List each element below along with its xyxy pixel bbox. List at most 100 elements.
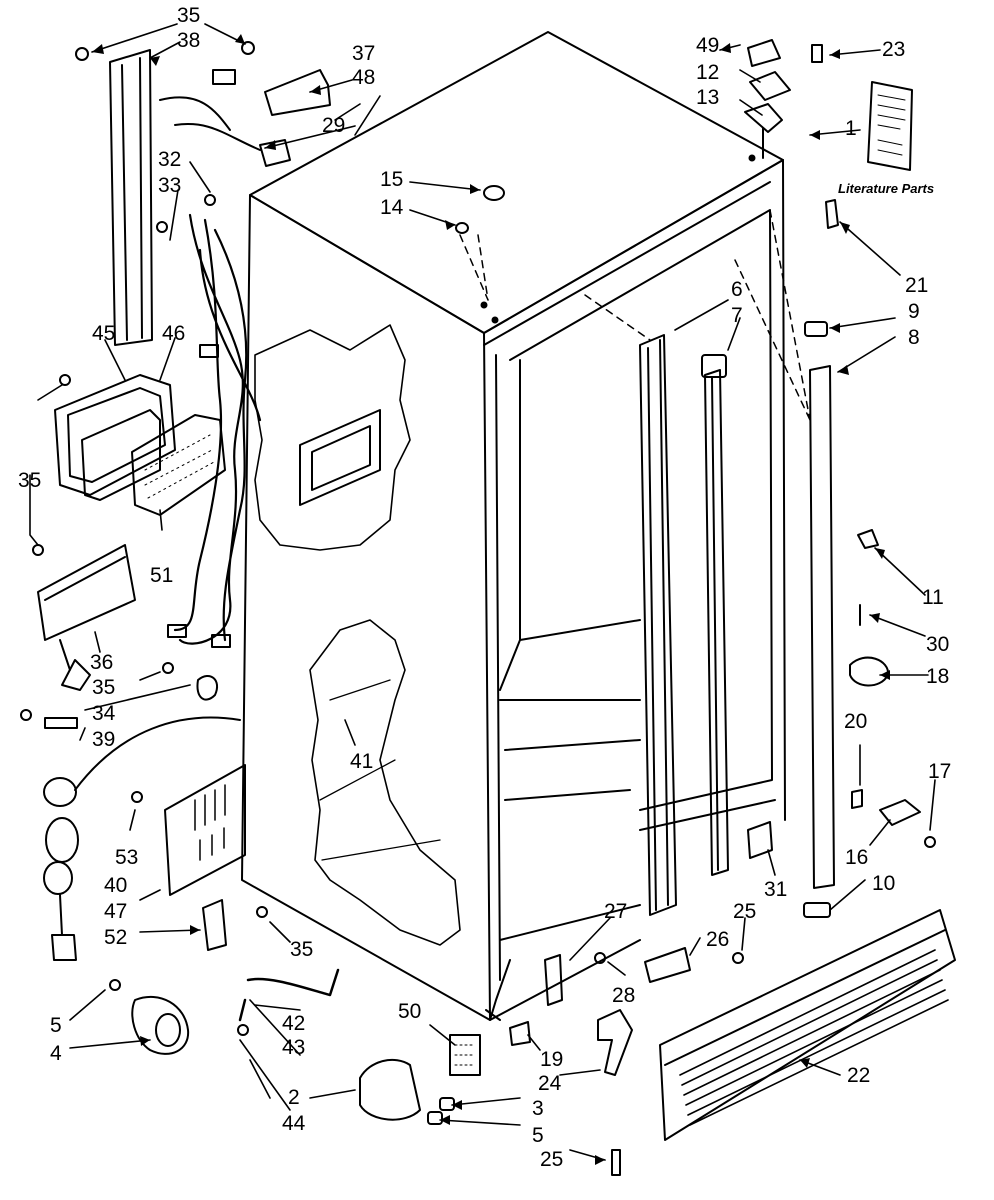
hole-plug <box>455 222 469 234</box>
callout-1: 1 <box>845 117 857 140</box>
callout-labels: 35 38 37 48 29 32 33 49 12 13 23 1 Liter… <box>18 4 951 1171</box>
screw-heads <box>20 41 936 1036</box>
callout-18: 18 <box>926 665 949 688</box>
cabinet <box>241 31 811 1021</box>
plate <box>44 717 78 729</box>
callout-9: 9 <box>908 300 920 323</box>
small-clip <box>509 1021 531 1046</box>
relay-dots <box>454 1044 476 1066</box>
cord-coil <box>43 777 77 807</box>
cabinet-feet <box>485 959 511 1021</box>
mullion-gasket <box>639 334 677 916</box>
literature-lines <box>877 94 906 156</box>
callout-46: 46 <box>162 322 185 345</box>
side-cutaway-window <box>299 409 381 506</box>
callout-34: 34 <box>92 702 116 725</box>
cord-coil <box>45 817 79 863</box>
power-cord <box>74 716 241 791</box>
callout-6: 6 <box>731 278 743 301</box>
cabinet-liner <box>495 209 776 981</box>
top-hole <box>748 154 756 162</box>
callout-22: 22 <box>847 1064 870 1087</box>
door-clip <box>857 529 879 549</box>
rear-cover <box>164 764 246 896</box>
callout-8: 8 <box>908 326 920 349</box>
callout-10: 10 <box>872 872 895 895</box>
callout-19: 19 <box>540 1048 563 1071</box>
cabinet-side-panel <box>241 194 491 1021</box>
clip <box>803 902 831 918</box>
callout-23: 23 <box>882 38 905 61</box>
hinge-plate <box>851 789 921 826</box>
callout-14: 14 <box>380 196 404 219</box>
wiring-harness <box>173 213 262 645</box>
heater-coil <box>54 374 176 501</box>
callout-26: 26 <box>706 928 729 951</box>
callout-29: 29 <box>322 114 345 137</box>
callout-53: 53 <box>115 846 138 869</box>
callout-47: 47 <box>104 900 127 923</box>
cord-plug <box>51 894 77 961</box>
hole-plug <box>483 185 505 201</box>
relay-block <box>449 1034 481 1076</box>
callout-52: 52 <box>104 926 127 949</box>
wire-lead <box>159 96 261 151</box>
top-hole <box>491 316 499 324</box>
callout-17: 17 <box>928 760 951 783</box>
connector <box>212 69 236 85</box>
callout-32: 32 <box>158 148 181 171</box>
callout-24: 24 <box>538 1072 562 1095</box>
callout-50: 50 <box>398 1000 421 1023</box>
cabinet-front-edge <box>782 159 786 821</box>
callout-45: 45 <box>92 322 115 345</box>
small-bracket <box>747 821 773 859</box>
callout-2: 2 <box>288 1086 300 1109</box>
callout-21: 21 <box>905 274 928 297</box>
grille-slots <box>679 949 949 1126</box>
callout-12: 12 <box>696 61 719 84</box>
top-hinge-cover <box>747 39 781 67</box>
side-cutaway-insulation-lines <box>319 679 441 861</box>
panel-lead <box>59 639 91 691</box>
bracket <box>264 69 331 116</box>
callout-11: 11 <box>922 586 944 609</box>
callout-35-mid: 35 <box>92 676 115 699</box>
callout-3: 3 <box>532 1097 544 1120</box>
callout-15: 15 <box>380 168 403 191</box>
screw-25 <box>611 1149 621 1176</box>
callout-49: 49 <box>696 34 719 57</box>
caster <box>131 995 190 1055</box>
relay-part <box>259 139 291 167</box>
filter-texture <box>144 434 215 499</box>
callout-40: 40 <box>104 874 127 897</box>
bolt <box>427 1111 443 1125</box>
callout-48: 48 <box>352 66 375 89</box>
door-cam <box>644 947 691 983</box>
literature-parts-label: Literature Parts <box>838 181 934 196</box>
callout-44: 44 <box>282 1112 306 1135</box>
side-cutaway-lower <box>309 619 461 946</box>
trim-strip <box>809 365 835 889</box>
callout-43: 43 <box>282 1036 305 1059</box>
callout-33: 33 <box>158 174 181 197</box>
callout-36: 36 <box>90 651 113 674</box>
side-trim-strip <box>109 49 153 346</box>
callout-5-bottom: 5 <box>532 1124 544 1147</box>
screw-23 <box>811 44 823 63</box>
drain-tube <box>238 968 340 1022</box>
lower-hinge <box>544 954 633 1076</box>
callout-27: 27 <box>604 900 627 923</box>
callout-39: 39 <box>92 728 115 751</box>
toe-grille <box>659 909 956 1141</box>
filter-pad <box>131 414 226 516</box>
top-hole <box>480 301 488 309</box>
callout-20: 20 <box>844 710 867 733</box>
mounting-bracket <box>202 899 227 951</box>
callout-25-bottom: 25 <box>540 1148 563 1171</box>
callout-5: 5 <box>50 1014 62 1037</box>
clamp <box>196 675 218 701</box>
literature-sheet <box>867 81 913 171</box>
callout-35-left: 35 <box>18 469 41 492</box>
mullion-cap <box>701 354 727 378</box>
